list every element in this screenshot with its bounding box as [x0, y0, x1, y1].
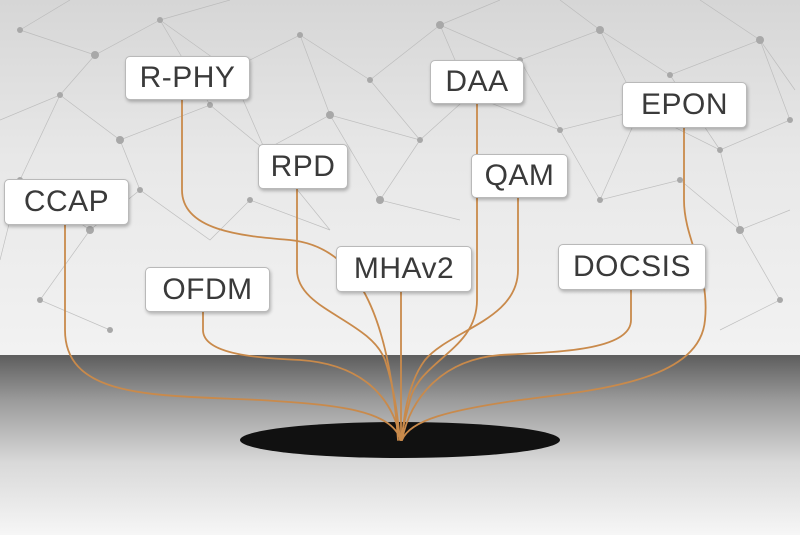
wire-qam	[401, 197, 519, 441]
label-ofdm: OFDM	[145, 267, 270, 312]
label-epon: EPON	[622, 82, 747, 128]
label-qam: QAM	[471, 154, 568, 198]
wire-ccap	[64, 224, 402, 441]
label-docsis: DOCSIS	[558, 244, 706, 290]
wire-docsis	[401, 289, 632, 441]
label-ccap: CCAP	[4, 179, 129, 225]
label-rphy: R-PHY	[125, 56, 250, 100]
wire-ofdm	[202, 311, 402, 441]
label-mhav2: MHAv2	[336, 246, 472, 292]
wire-rphy	[181, 99, 399, 441]
label-daa: DAA	[430, 60, 524, 104]
label-rpd: RPD	[258, 144, 348, 189]
wire-rpd	[296, 188, 401, 441]
